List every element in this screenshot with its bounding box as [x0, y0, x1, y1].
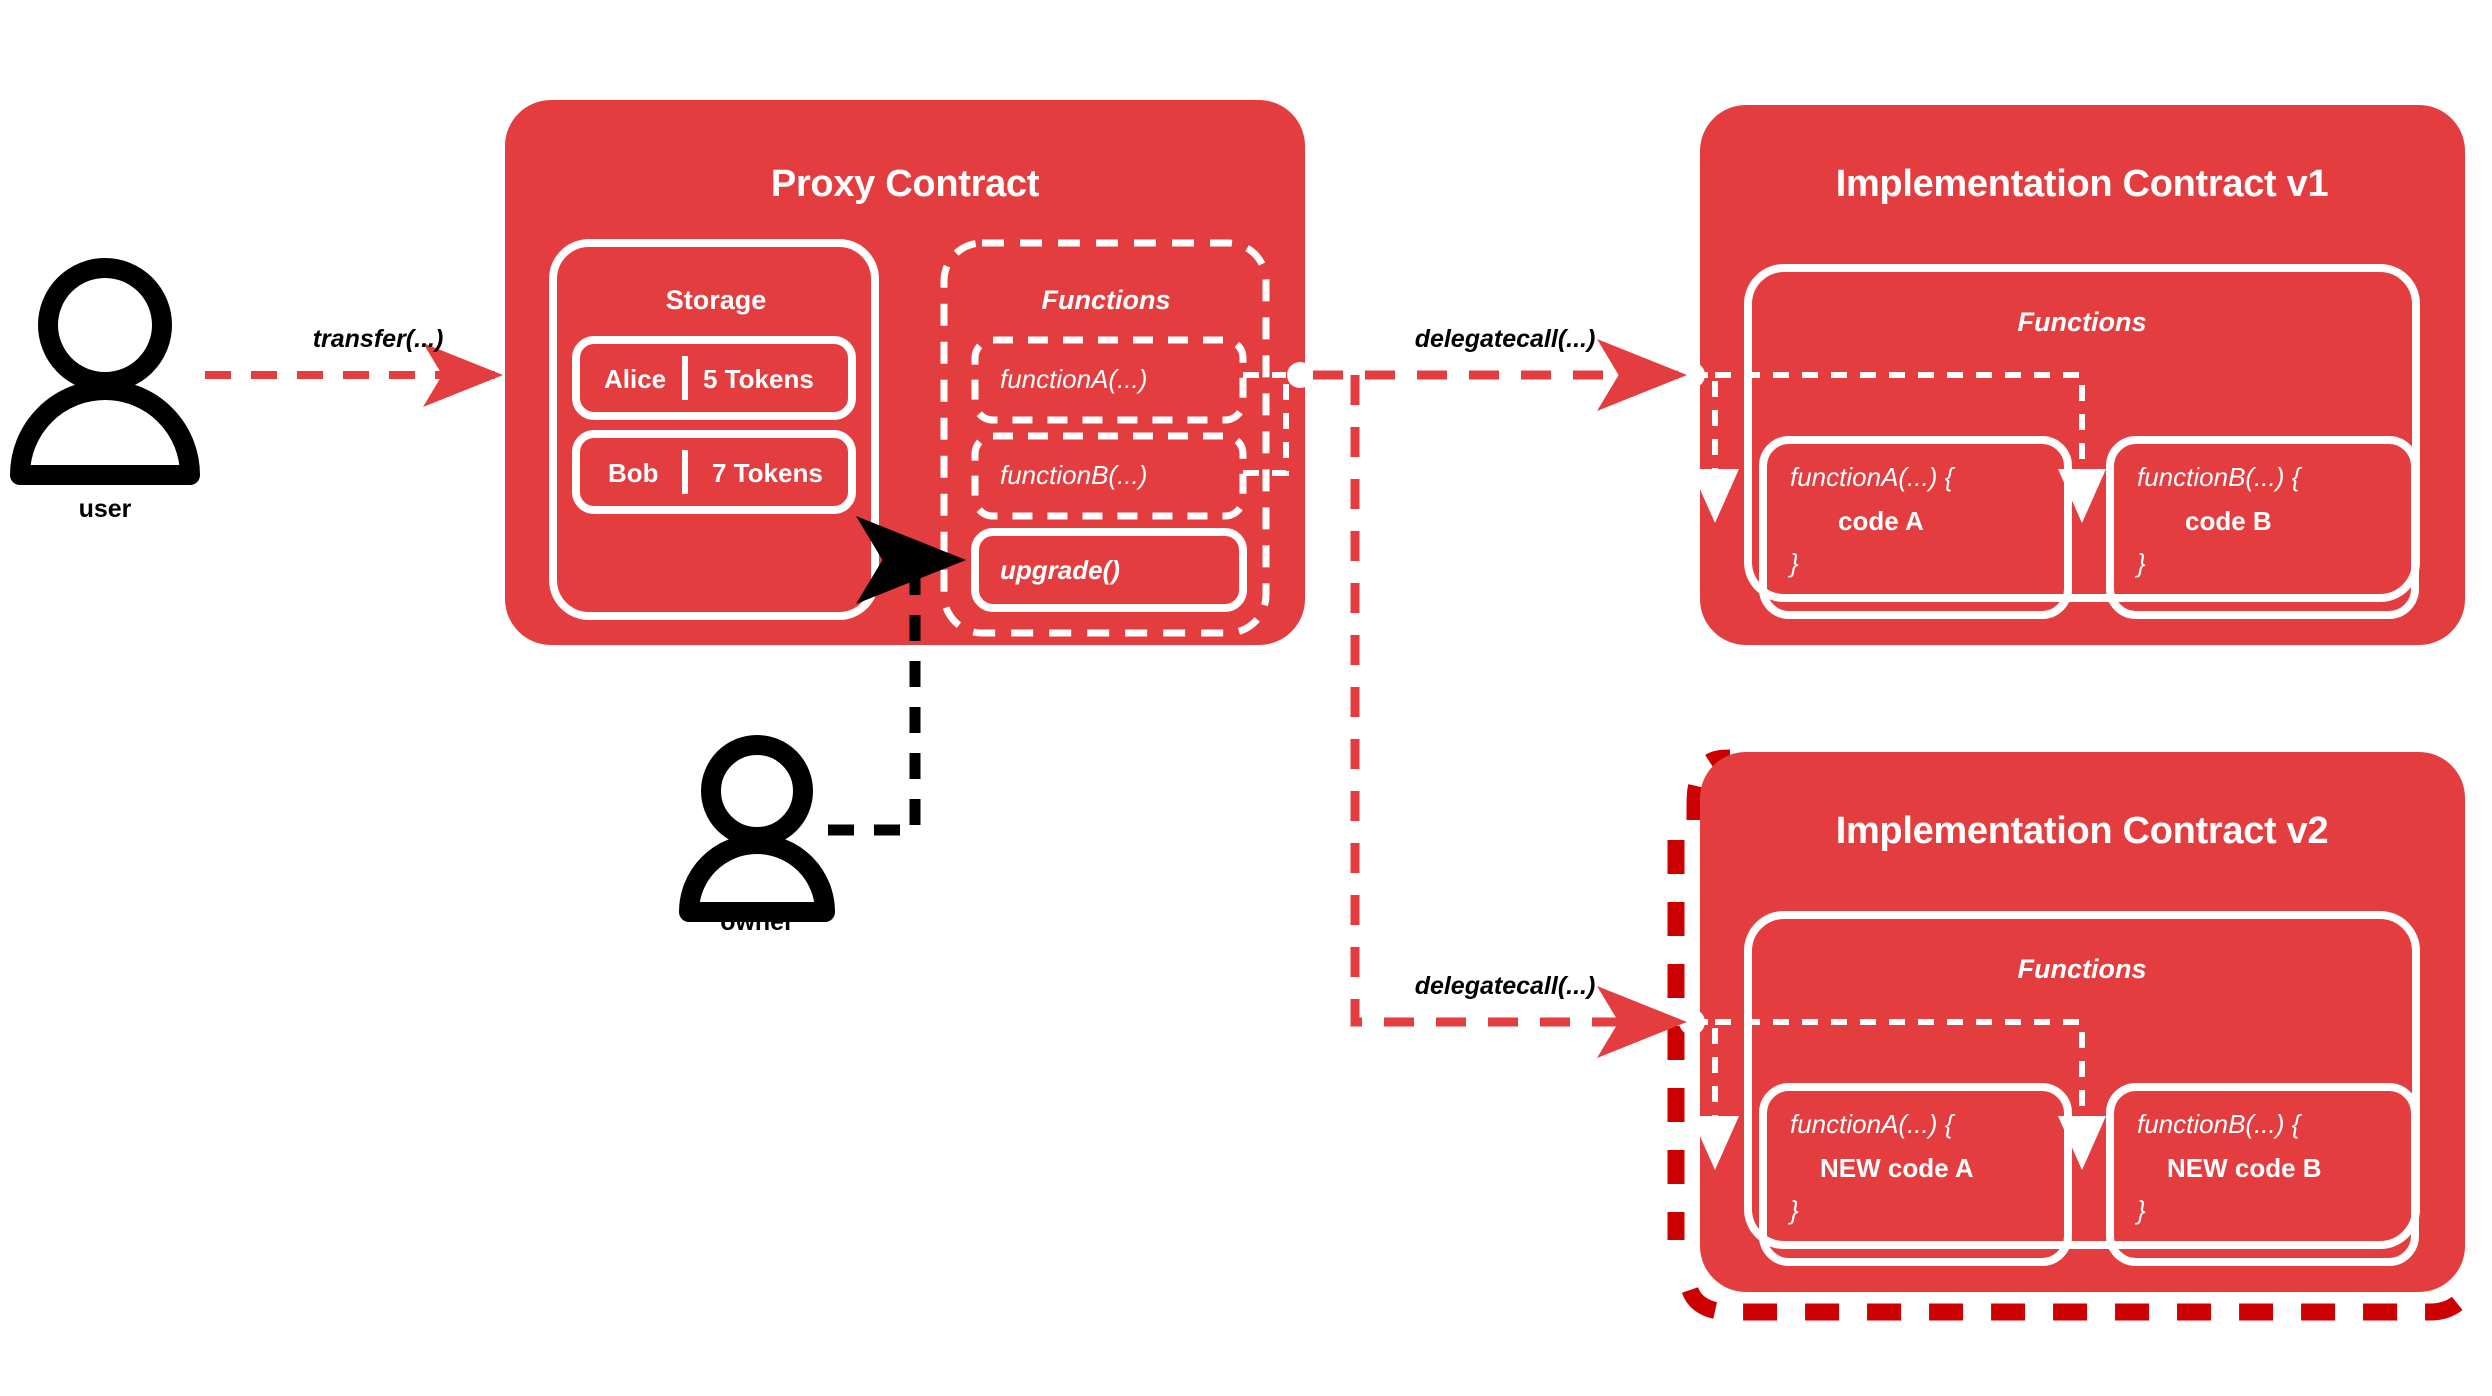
proxy-function-b-label: functionB(...)	[1000, 460, 1148, 490]
impl-v1-functions-title: Functions	[2017, 307, 2147, 337]
impl-v2-function-b-body: NEW code B	[2167, 1153, 2322, 1183]
proxy-upgrade-box	[971, 528, 1247, 612]
storage-entry-value: 7 Tokens	[712, 458, 823, 488]
impl-v2-function-a-body: NEW code A	[1820, 1153, 1974, 1183]
user-person-icon	[10, 258, 200, 485]
impl-v2-function-b-box	[2106, 1083, 2419, 1266]
proxy-upgrade-label[interactable]: upgrade()	[1000, 555, 1120, 585]
proxy-delegate-junction-dot	[1287, 362, 1313, 388]
impl-v1-functions-box	[1744, 264, 2420, 602]
proxy-storage-title: Storage	[665, 285, 767, 315]
owner-label: owner	[720, 908, 794, 936]
edge-label-transfer: transfer(...)	[312, 325, 444, 353]
proxy-function-a-box	[971, 336, 1247, 424]
spellcheck-squiggle	[2136, 1131, 2248, 1143]
storage-entry-name: Bob	[608, 458, 659, 488]
impl-v2-function-a-box	[1759, 1083, 2072, 1266]
impl-v2-functions-box	[1744, 911, 2420, 1249]
edge-label-delegatecall-v2: delegatecall(...)	[1414, 972, 1596, 1000]
impl-v1-function-a-close: }	[1790, 548, 1799, 578]
proxy-functions-title: Functions	[1041, 285, 1171, 315]
impl-v2-card	[1700, 752, 2465, 1292]
spellcheck-squiggle	[2136, 484, 2248, 496]
storage-entry-box	[572, 430, 856, 514]
impl-v2-function-a-close: }	[1790, 1195, 1799, 1225]
user-label: user	[78, 495, 132, 523]
edge-label-delegatecall-v1: delegatecall(...)	[1414, 325, 1596, 353]
impl-v1-function-a-body: code A	[1838, 506, 1924, 536]
impl-v2-functions-title: Functions	[2017, 954, 2147, 984]
proxy-internal-routing	[1243, 372, 1289, 476]
storage-entry-name: Alice	[604, 364, 667, 394]
impl-v1-entry-dot	[1679, 362, 1705, 388]
impl-v1-function-b-signature: functionB(...) {	[2137, 462, 2301, 492]
impl-v2-entry-dot	[1679, 1009, 1705, 1035]
impl-v1-function-b-body: code B	[2185, 506, 2272, 536]
impl-v2-function-b-signature: functionB(...) {	[2137, 1109, 2301, 1139]
proxy-storage-box	[549, 239, 879, 620]
impl-v1-function-a-signature: functionA(...) {	[1790, 462, 1954, 492]
impl-v1-title: Implementation Contract v1	[1835, 163, 2329, 205]
proxy-contract-title: Proxy Contract	[770, 163, 1040, 205]
impl-v2-function-b-close: }	[2137, 1195, 2146, 1225]
impl-v1-function-b-box	[2106, 436, 2419, 619]
proxy-functions-box	[940, 239, 1270, 637]
proxy-function-a-label: functionA(...)	[1000, 364, 1148, 394]
impl-v2-title: Implementation Contract v2	[1835, 810, 2329, 852]
impl-v1-function-b-close: }	[2137, 548, 2146, 578]
edge-owner-upgrade	[828, 516, 966, 836]
owner-person-icon	[679, 735, 835, 922]
edge-delegatecall-v2	[1350, 375, 1687, 1058]
impl-v1-function-a-box	[1759, 436, 2072, 619]
impl-v1-card	[1700, 105, 2465, 645]
spellcheck-squiggle	[991, 482, 1115, 494]
storage-entry-value: 5 Tokens	[703, 364, 814, 394]
storage-entry-box	[572, 336, 856, 420]
impl-v2-function-a-signature: functionA(...) {	[1790, 1109, 1954, 1139]
